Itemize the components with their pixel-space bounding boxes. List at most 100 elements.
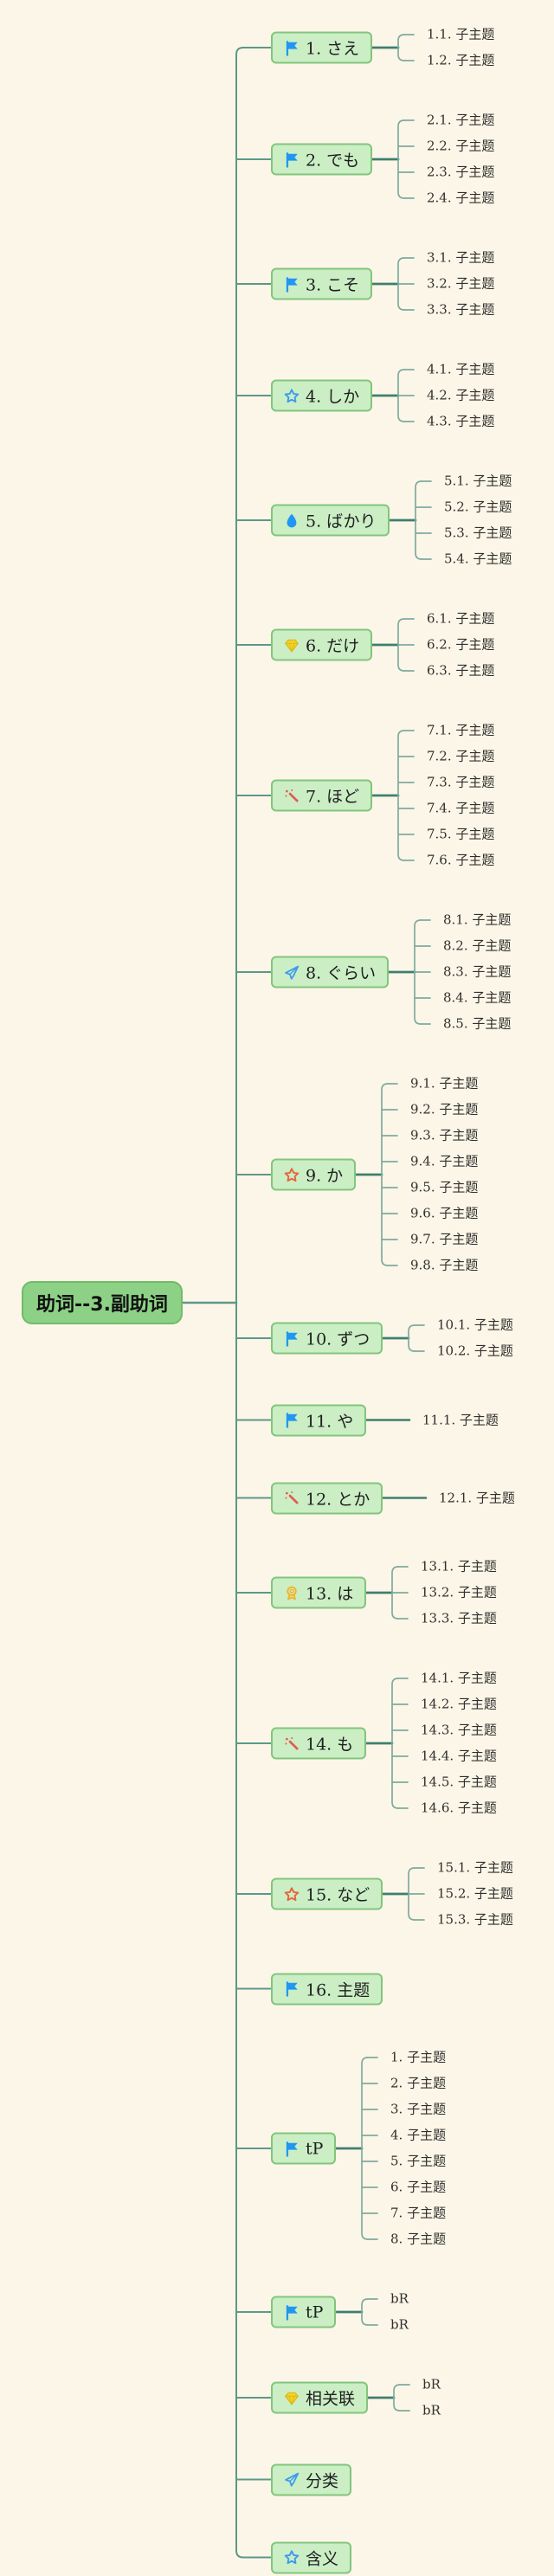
subtopic-node[interactable]: 2. 子主题 [390,2075,447,2091]
subtopic-node[interactable]: 7.1. 子主题 [427,722,495,738]
branch-node[interactable]: 14. も [271,1727,367,1760]
subtopic-node[interactable]: 13.2. 子主题 [421,1584,497,1600]
subtopic-node[interactable]: 4.2. 子主题 [427,387,495,403]
subtopic-node[interactable]: 14.1. 子主题 [421,1670,497,1686]
subtopic-node[interactable]: 1.2. 子主题 [427,52,495,68]
branch-node[interactable]: 11. や [271,1404,367,1436]
subtopic-node[interactable]: 9.3. 子主题 [410,1127,479,1143]
subtopic-node[interactable]: 5.1. 子主题 [444,473,512,489]
branch-label: 9. か [306,1166,344,1186]
branch-node[interactable]: 相关联 [271,2381,369,2414]
subtopic-node[interactable]: 8.1. 子主题 [443,911,512,928]
subtopic-node[interactable]: 6. 子主题 [390,2179,447,2195]
subtopic-node[interactable]: 14.2. 子主题 [421,1696,497,1712]
branch-node[interactable]: 5. ばかり [271,504,390,537]
branch-node[interactable]: 分类 [271,2463,352,2496]
subtopic-node[interactable]: 9.2. 子主题 [410,1101,479,1117]
branch-label: 14. も [306,1735,354,1755]
subtopic-node[interactable]: 15.1. 子主题 [437,1859,513,1876]
subtopic-node[interactable]: 4.3. 子主题 [427,413,495,429]
branch-node[interactable]: 2. でも [271,143,373,176]
branch-node[interactable]: tP [271,2296,337,2328]
subtopic-node[interactable]: 1.1. 子主题 [427,26,495,42]
branch-node[interactable]: 6. だけ [271,628,373,661]
branch-label: 1. さえ [306,39,360,59]
subtopic-node[interactable]: 10.1. 子主题 [437,1317,513,1333]
subtopic-node[interactable]: 2.3. 子主题 [427,164,495,180]
subtopic-node[interactable]: 10.2. 子主题 [437,1343,513,1359]
subtopic-node[interactable]: 6.3. 子主题 [427,662,495,679]
subtopic-node[interactable]: 2.1. 子主题 [427,112,495,128]
branch-node[interactable]: 10. ずつ [271,1322,383,1355]
branch-node[interactable]: tP [271,2132,337,2165]
subtopic-node[interactable]: 15.3. 子主题 [437,1911,513,1928]
branch-node[interactable]: 16. 主题 [271,1973,383,2005]
subtopic-node[interactable]: 2.4. 子主题 [427,190,495,206]
subtopic-node[interactable]: 9.5. 子主题 [410,1179,479,1195]
subtopic-node[interactable]: 6.2. 子主题 [427,636,495,653]
branch-label: 12. とか [306,1490,370,1509]
subtopic-node[interactable]: 14.4. 子主题 [421,1748,497,1764]
subtopic-node[interactable]: bR [390,2290,409,2307]
subtopic-node[interactable]: 12.1. 子主题 [439,1490,515,1505]
subtopic-node[interactable]: 5.4. 子主题 [444,551,512,567]
subtopic-node[interactable]: 7.6. 子主题 [427,852,495,868]
subtopic-node[interactable]: bR [422,2402,441,2418]
subtopic-node[interactable]: 15.2. 子主题 [437,1885,513,1902]
subtopic-node[interactable]: 9.6. 子主题 [410,1205,479,1221]
subtopic-node[interactable]: 11.1. 子主题 [422,1412,499,1427]
branch-label: 10. ずつ [306,1330,370,1349]
subtopic-node[interactable]: 8.4. 子主题 [443,989,512,1006]
subtopic-node[interactable]: 13.1. 子主题 [421,1558,497,1575]
subtopic-node[interactable]: 3. 子主题 [390,2101,447,2117]
subtopic-node[interactable]: 9.7. 子主题 [410,1231,479,1247]
subtopic-node[interactable]: 7.5. 子主题 [427,826,495,842]
branch-node[interactable]: 1. さえ [271,31,373,64]
subtopic-node[interactable]: 7. 子主题 [390,2205,447,2221]
flag-icon [284,1330,300,1346]
branch-node[interactable]: 9. か [271,1158,357,1191]
branch-node[interactable]: 4. しか [271,379,373,412]
subtopic-node[interactable]: 8.3. 子主题 [443,963,512,980]
subtopic-node[interactable]: bR [422,2376,441,2392]
subtopic-node[interactable]: 4.1. 子主题 [427,361,495,377]
branch-label: tP [306,2139,324,2158]
branch-label: 11. や [306,1412,354,1431]
paper-plane-icon [284,964,300,980]
subtopic-node[interactable]: 8.2. 子主题 [443,937,512,954]
subtopic-node[interactable]: 5.3. 子主题 [444,525,512,541]
subtopic-node[interactable]: 4. 子主题 [390,2127,447,2143]
subtopic-node[interactable]: 8.5. 子主题 [443,1015,512,1032]
subtopic-node[interactable]: 7.3. 子主题 [427,774,495,790]
branch-node[interactable]: 3. こそ [271,267,373,300]
subtopic-node[interactable]: 3.1. 子主题 [427,249,495,266]
subtopic-node[interactable]: 8. 子主题 [390,2231,447,2247]
subtopic-node[interactable]: 3.2. 子主题 [427,275,495,292]
subtopic-node[interactable]: 14.6. 子主题 [421,1800,497,1816]
subtopic-node[interactable]: 14.5. 子主题 [421,1774,497,1790]
branch-node[interactable]: 12. とか [271,1482,383,1514]
branch-node[interactable]: 8. ぐらい [271,956,390,989]
branch-node[interactable]: 15. など [271,1877,383,1910]
subtopic-node[interactable]: 6.1. 子主题 [427,610,495,627]
subtopic-node[interactable]: 5. 子主题 [390,2153,447,2169]
subtopic-node[interactable]: 9.1. 子主题 [410,1075,479,1092]
branch-node[interactable]: 13. は [271,1576,367,1609]
branch-node[interactable]: 含义 [271,2541,352,2573]
flag-icon [284,151,300,167]
subtopic-node[interactable]: 9.4. 子主题 [410,1153,479,1169]
subtopic-node[interactable]: 7.2. 子主题 [427,748,495,764]
subtopic-node[interactable]: 5.2. 子主题 [444,499,512,515]
branch-node[interactable]: 7. ほど [271,779,373,812]
wand-icon [284,1736,300,1751]
subtopic-node[interactable]: 2.2. 子主题 [427,138,495,154]
flag-icon [284,2304,300,2320]
subtopic-node[interactable]: 3.3. 子主题 [427,301,495,318]
subtopic-node[interactable]: 13.3. 子主题 [421,1610,497,1626]
subtopic-node[interactable]: 7.4. 子主题 [427,800,495,816]
subtopic-node[interactable]: bR [390,2316,409,2333]
root-node[interactable]: 助词--3.副助词 [22,1281,183,1324]
subtopic-node[interactable]: 1. 子主题 [390,2049,447,2065]
subtopic-node[interactable]: 9.8. 子主题 [410,1257,479,1273]
subtopic-node[interactable]: 14.3. 子主题 [421,1722,497,1738]
